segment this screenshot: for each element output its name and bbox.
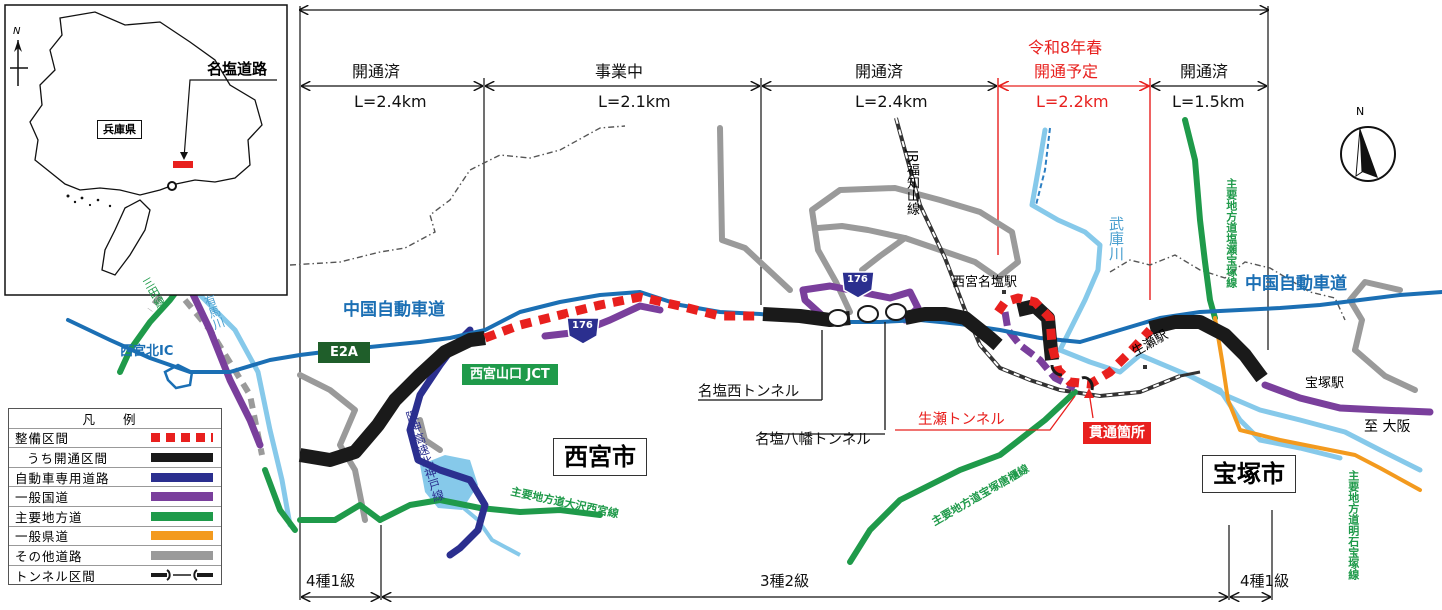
legend: 凡 例 整備区間 うち開通区間 自動車専用道路 一般国道 主要地方道 一般県道 … [8,408,222,586]
segment-4-status-line1: 令和8年春 [1028,38,1103,57]
segment-5-status: 開通済 [1180,62,1229,81]
segment-1-length: L=2.4km [354,92,427,111]
inset-route-marker [173,161,193,168]
segment-arrows [302,86,1270,597]
e2a-badge: E2A [318,342,370,363]
namaze-leader [895,395,1076,431]
expressway-label-left: 中国自動車道 [343,300,445,320]
legend-item-other: その他道路 [9,545,221,565]
inset-prefecture-label: 兵庫県 [97,120,142,139]
najio-station-label: 西宮名塩駅 [952,275,1018,290]
river-lower [458,503,521,557]
admin-boundaries [289,125,1346,321]
jr-line-label: JR福知山線 [904,150,919,215]
inset-islands [66,194,112,208]
segment-2-status: 事業中 [595,62,644,81]
akashi-label: 主要地方道明石宝塚線 [1346,470,1360,580]
route-176-shield-2 [841,271,875,299]
mukogawa-label: 武庫川 [1107,216,1125,261]
inset-awaji [101,199,151,276]
jct-badge: 西宮山口 JCT [462,364,558,385]
national-dashed [1001,311,1077,392]
callout-leaders [698,322,886,435]
namaze-tunnel-callout: 生瀬トンネル [918,412,1005,428]
inset-north-label: N [13,26,21,37]
segment-3-status: 開通済 [855,62,904,81]
segment-3-length: L=2.4km [855,92,928,111]
inset-route-arrowhead [180,152,188,160]
legend-item-main-prefectural: 主要地方道 [9,505,221,526]
inset-city-marker [167,181,177,191]
legend-item-national: 一般国道 [9,486,221,506]
tunnel-portals [1050,364,1094,391]
nishinomiya-ic-label: 西宮北IC [120,344,174,359]
ic-loop [163,363,194,390]
shiose-label: 主要地方道塩瀬宝塚線 [1224,178,1238,288]
expressway-label-right: 中国自動車道 [1245,274,1347,294]
legend-item-motorway: 自動車専用道路 [9,466,221,487]
nishinomiya-city-label: 西宮市 [553,438,647,476]
takarazuka-city-label: 宝塚市 [1202,455,1296,493]
station-markers [1002,290,1147,369]
legend-item-project: 整備区間 [9,427,221,448]
north-arrow [1340,126,1396,182]
route-176-label-1: 176 [572,320,593,331]
grade-right: 4種1級 [1240,572,1290,590]
north-label: N [1356,105,1365,118]
inset-route-leader [183,79,277,159]
prefectural-roads [1213,316,1422,492]
segment-2-length: L=2.1km [598,92,671,111]
segment-boundaries [299,6,1273,600]
segment-5-length: L=1.5km [1172,92,1245,111]
inset-north-head [14,40,22,52]
grade-left: 4種1級 [306,572,356,590]
breakthrough-callout: 貫通箇所 [1083,422,1151,444]
red-boundaries [997,78,1151,300]
to-osaka-label: 至 大阪 [1364,419,1411,435]
segment-4-length: L=2.2km [1036,92,1109,111]
inset-prefecture-outline [29,11,263,196]
legend-item-tunnel: トンネル区間 [9,564,221,585]
takarazuka-station-label: 宝塚駅 [1305,376,1345,391]
legend-tunnel-icon [151,569,213,581]
najio-nishi-tunnel-callout: 名塩西トンネル [698,384,800,400]
route-176-label-2: 176 [847,274,868,285]
route-176-shield-1 [566,317,600,345]
other-roads [297,125,1418,523]
jr-railway [894,117,1201,399]
tunnel-markers [827,303,907,327]
legend-item-opened: うち開通区間 [9,447,221,467]
national-routes [186,282,1434,449]
legend-item-prefectural: 一般県道 [9,525,221,546]
chugoku-expressway [66,290,1442,374]
legend-title: 凡 例 [82,411,148,427]
river-dashed [1035,127,1051,206]
project-sections [483,292,1154,389]
breakthrough-arrowhead [1084,388,1094,398]
segment-4-status-line2: 開通予定 [1034,62,1099,81]
grade-middle: 3種2級 [760,572,810,590]
segment-1-status: 開通済 [352,62,401,81]
najio-yawata-tunnel-callout: 名塩八幡トンネル [755,432,871,448]
inset-route-label: 名塩道路 [207,60,268,78]
